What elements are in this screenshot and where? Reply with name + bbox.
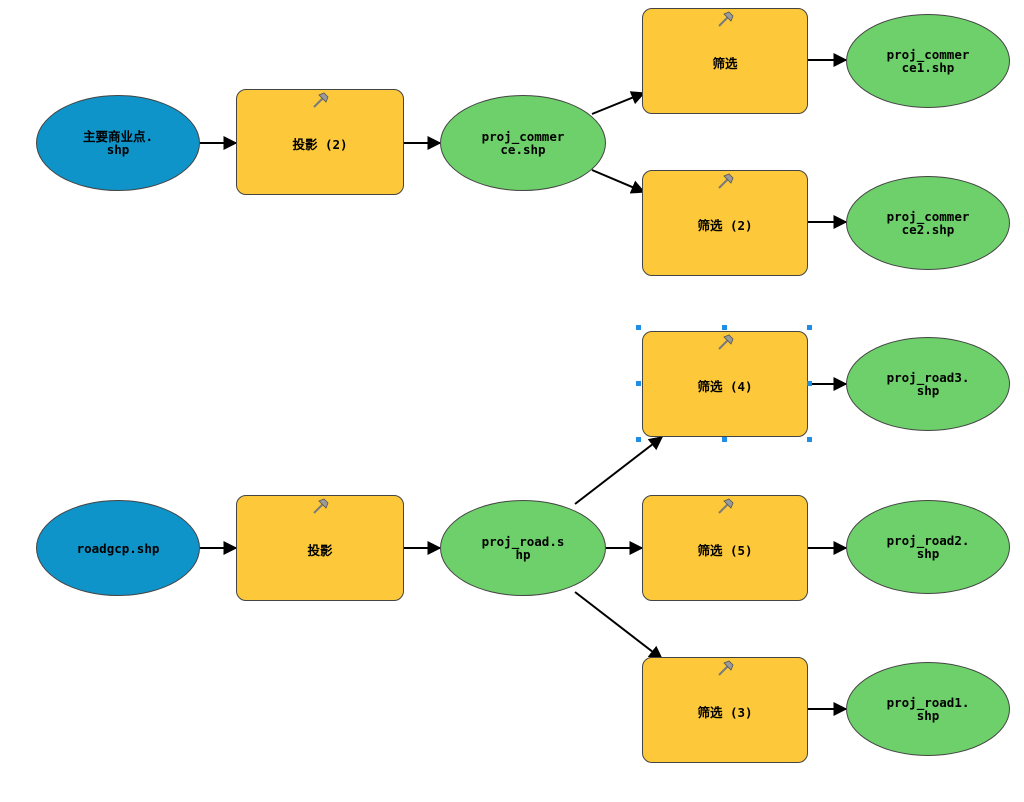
connector-proj-commerce-to-filter	[591, 91, 646, 115]
output-data-proj-road2-label: proj_road2. shp	[886, 533, 970, 561]
tool-filter-4-label: 筛选 (4)	[697, 378, 753, 394]
selection-handle-top-middle[interactable]	[722, 325, 727, 330]
tool-project-label: 投影	[307, 542, 333, 558]
tool-filter-3[interactable]: 筛选 (3)	[642, 657, 808, 763]
input-data-roadgcp[interactable]: roadgcp.shp	[36, 500, 200, 596]
tool-filter[interactable]: 筛选	[642, 8, 808, 114]
output-data-proj-road3-label: proj_road3. shp	[886, 370, 970, 398]
input-data-commerce-label: 主要商业点. shp	[82, 129, 154, 157]
hammer-icon	[313, 92, 329, 108]
hammer-icon	[718, 11, 734, 27]
tool-filter-4[interactable]: 筛选 (4)	[642, 331, 808, 437]
hammer-icon	[718, 173, 734, 189]
output-data-proj-commerce-label: proj_commer ce.shp	[481, 129, 565, 157]
input-data-commerce[interactable]: 主要商业点. shp	[36, 95, 200, 191]
tool-filter-3-label: 筛选 (3)	[697, 704, 753, 720]
hammer-icon	[718, 334, 734, 350]
hammer-icon	[313, 498, 329, 514]
connector-proj-road-to-filter-4	[574, 436, 664, 505]
connector-proj-commerce-to-filter-2	[591, 169, 646, 194]
output-data-proj-road[interactable]: proj_road.s hp	[440, 500, 606, 596]
output-data-proj-commerce1-label: proj_commer ce1.shp	[886, 47, 970, 75]
tool-filter-5-label: 筛选 (5)	[697, 542, 753, 558]
output-data-proj-road1[interactable]: proj_road1. shp	[846, 662, 1010, 756]
output-data-proj-road-label: proj_road.s hp	[481, 534, 565, 562]
selection-handle-top-right[interactable]	[807, 325, 812, 330]
tool-filter-label: 筛选	[712, 55, 738, 71]
selection-handle-top-left[interactable]	[636, 325, 641, 330]
input-data-roadgcp-label: roadgcp.shp	[76, 540, 160, 556]
tool-project-2[interactable]: 投影 (2)	[236, 89, 404, 195]
output-data-proj-road1-label: proj_road1. shp	[886, 695, 970, 723]
tool-project-2-label: 投影 (2)	[292, 136, 348, 152]
output-data-proj-commerce1[interactable]: proj_commer ce1.shp	[846, 14, 1010, 108]
output-data-proj-road2[interactable]: proj_road2. shp	[846, 500, 1010, 594]
tool-project[interactable]: 投影	[236, 495, 404, 601]
output-data-proj-commerce2-label: proj_commer ce2.shp	[886, 209, 970, 237]
hammer-icon	[718, 660, 734, 676]
output-data-proj-commerce2[interactable]: proj_commer ce2.shp	[846, 176, 1010, 270]
selection-handle-bottom-right[interactable]	[807, 437, 812, 442]
selection-handle-bottom-left[interactable]	[636, 437, 641, 442]
tool-filter-2-label: 筛选 (2)	[697, 217, 753, 233]
tool-filter-2[interactable]: 筛选 (2)	[642, 170, 808, 276]
connector-proj-road-to-filter-3	[574, 591, 664, 660]
output-data-proj-road3[interactable]: proj_road3. shp	[846, 337, 1010, 431]
tool-filter-5[interactable]: 筛选 (5)	[642, 495, 808, 601]
selection-handle-middle-right[interactable]	[807, 381, 812, 386]
output-data-proj-commerce[interactable]: proj_commer ce.shp	[440, 95, 606, 191]
hammer-icon	[718, 498, 734, 514]
selection-handle-bottom-middle[interactable]	[722, 437, 727, 442]
selection-handle-middle-left[interactable]	[636, 381, 641, 386]
